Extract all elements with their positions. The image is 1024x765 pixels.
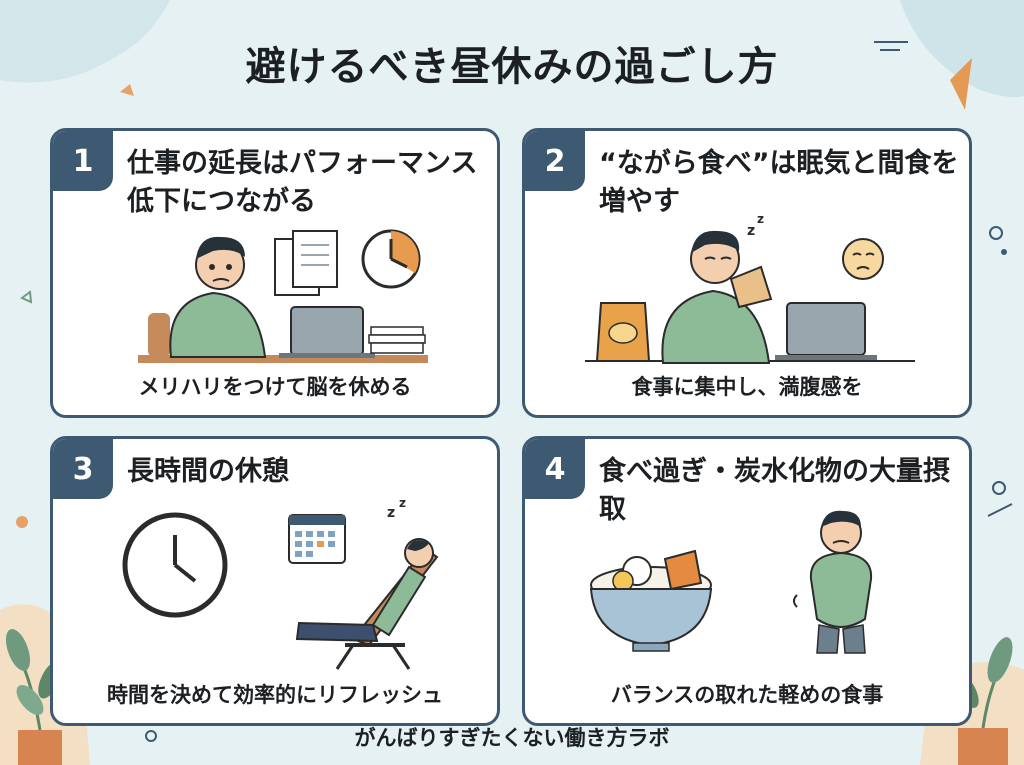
card-title: “ながら食べ”は眠気と間食を増やす [599, 148, 959, 217]
card-caption: メリハリをつけて脳を休める [138, 375, 412, 399]
card-caption: 時間を決めて効率的にリフレッシュ [107, 683, 443, 707]
card-title: 食べ過ぎ・炭水化物の大量摂取 [599, 456, 950, 525]
svg-text:z: z [747, 223, 755, 239]
card-number: 1 [53, 131, 113, 191]
card-eating-while-working: 2 “ながら食べ”は眠気と間食を増やす z z 食事に集中し、満腹感を [522, 128, 972, 418]
page-title: 避けるべき昼休みの過ごし方 [245, 44, 779, 90]
eating-at-desk-illustration: z z [585, 212, 915, 364]
card-caption: 食事に集中し、満腹感を [631, 375, 863, 399]
card-number: 2 [525, 131, 585, 191]
svg-text:z: z [757, 212, 764, 226]
svg-text:z: z [399, 496, 406, 510]
big-meal-illustration [589, 510, 873, 654]
card-title: 長時間の休憩 [127, 456, 289, 487]
card-overeating: 4 食べ過ぎ・炭水化物の大量摂取 バランスの取れた軽めの食事 [522, 436, 972, 726]
card-number: 4 [525, 439, 585, 499]
card-number: 3 [53, 439, 113, 499]
card-long-break: 3 長時間の休憩 z z 時間を決めて効率的にリフレッシュ [50, 436, 500, 726]
card-caption: バランスの取れた軽めの食事 [610, 683, 884, 707]
card-work-extension: 1 仕事の延長はパフォーマンス低下につながる メリハリをつけて脳を休める [50, 128, 500, 418]
card-title: 仕事の延長はパフォーマンス低下につながる [127, 148, 478, 217]
svg-text:z: z [387, 505, 395, 521]
tired-worker-illustration [138, 229, 428, 363]
footer-brand: がんばりすぎたくない働き方ラボ [354, 726, 670, 750]
reclining-person-illustration: z z [122, 496, 439, 670]
